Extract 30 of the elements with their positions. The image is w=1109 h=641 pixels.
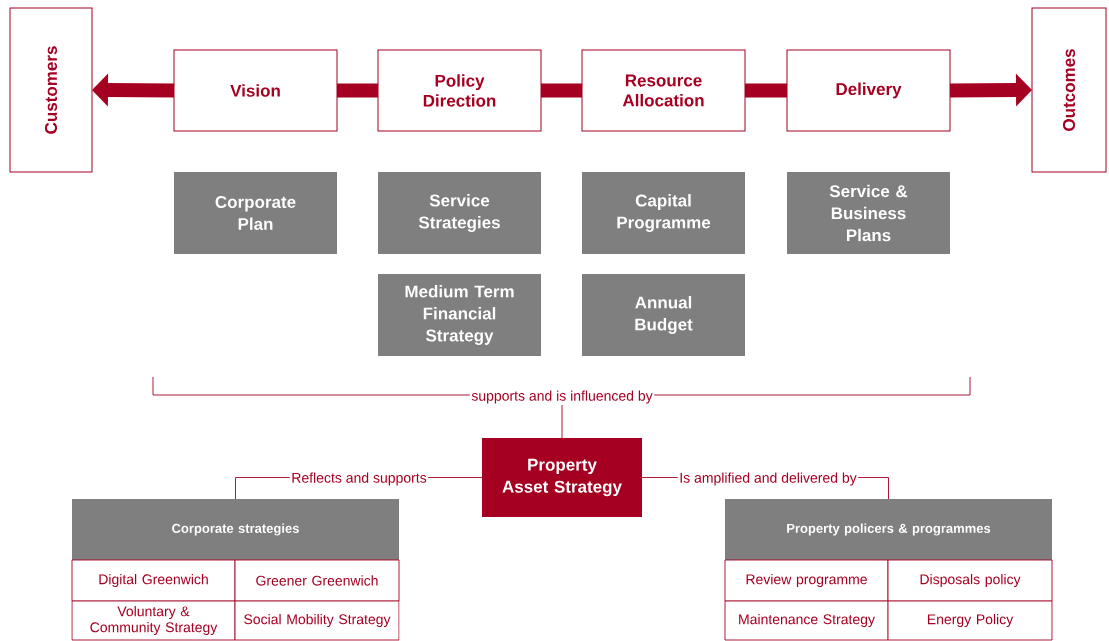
table-cell: Digital Greenwich bbox=[71, 559, 236, 602]
connector bbox=[337, 83, 378, 98]
side-box: Customers bbox=[9, 7, 93, 173]
node-label: Maintenance Strategy bbox=[739, 613, 875, 628]
table-cell: Social Mobility Strategy bbox=[234, 600, 400, 641]
document-box: Capital Programme bbox=[582, 172, 745, 254]
document-box: Corporate Plan bbox=[174, 172, 337, 254]
table-header: Corporate strategies bbox=[72, 499, 399, 560]
stage-box: Policy Direction bbox=[377, 49, 542, 132]
stage-box: Resource Allocation bbox=[581, 49, 746, 132]
table-cell: Greener Greenwich bbox=[234, 559, 400, 602]
stage-box: Delivery bbox=[786, 49, 951, 132]
document-box: Annual Budget bbox=[582, 274, 745, 356]
edge-label: Is amplified and delivered by bbox=[677, 471, 859, 488]
document-box: Medium Term Financial Strategy bbox=[378, 274, 541, 356]
connector bbox=[745, 83, 787, 98]
side-box: Outcomes bbox=[1031, 7, 1107, 173]
table-cell: Disposals policy bbox=[887, 559, 1053, 602]
document-box: Service Strategies bbox=[378, 172, 541, 254]
table-cell: Voluntary & Community Strategy bbox=[71, 600, 236, 641]
stage-box: Vision bbox=[173, 49, 338, 132]
strategy-box: Property Asset Strategy bbox=[482, 438, 642, 517]
connector bbox=[541, 83, 582, 98]
document-box: Service & Business Plans bbox=[787, 172, 950, 254]
table-cell: Maintenance Strategy bbox=[724, 600, 889, 641]
edge-label: supports and is influenced by bbox=[469, 389, 655, 406]
table-cell: Energy Policy bbox=[887, 600, 1053, 641]
table-cell: Review programme bbox=[724, 559, 889, 602]
table-header: Property policers & programmes bbox=[725, 499, 1052, 560]
node-label: Voluntary & Community Strategy bbox=[90, 605, 218, 636]
